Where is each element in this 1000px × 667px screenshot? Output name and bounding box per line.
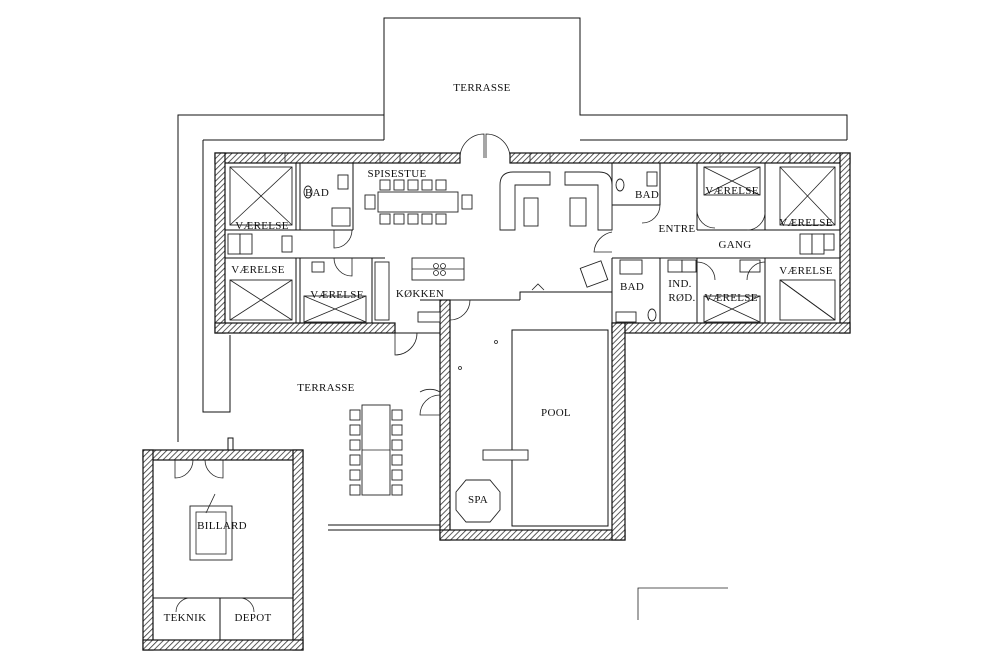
sofas — [499, 171, 613, 231]
label-spa: SPA — [468, 494, 488, 506]
label-vaerelse-nw: VÆRELSE — [235, 220, 288, 232]
label-rod: RØD. — [668, 292, 695, 304]
bathroom-fixtures — [303, 171, 658, 323]
wardrobes — [229, 166, 836, 323]
label-vaerelse-se: VÆRELSE — [704, 292, 757, 304]
label-spisestue: SPISESTUE — [368, 168, 427, 180]
dining-table — [364, 179, 473, 225]
label-gang: GANG — [719, 239, 752, 251]
label-depot: DEPOT — [235, 612, 272, 624]
pool — [455, 329, 609, 527]
label-koekken: KØKKEN — [396, 288, 444, 300]
label-vaerelse-w2: VÆRELSE — [231, 264, 284, 276]
interior-walls — [225, 163, 840, 541]
terrace-dining — [328, 404, 440, 531]
label-vaerelse-ne2: VÆRELSE — [779, 217, 832, 229]
label-terrasse-mid: TERRASSE — [297, 382, 354, 394]
label-vaerelse-w3: VÆRELSE — [310, 289, 363, 301]
label-bad-left: BAD — [305, 187, 329, 199]
label-vaerelse-e: VÆRELSE — [779, 265, 832, 277]
corridor-fixtures — [227, 233, 835, 275]
terrace-top-outline — [177, 17, 848, 442]
label-bad-right-bottom: BAD — [620, 281, 644, 293]
label-bad-right-top: BAD — [635, 189, 659, 201]
label-ind: IND. — [668, 278, 692, 290]
room-labels: TERRASSE SPISESTUE BAD VÆRELSE VÆRELSE V… — [164, 82, 833, 624]
billard-house — [142, 437, 304, 651]
misc-marks — [531, 283, 728, 620]
label-vaerelse-ne1: VÆRELSE — [705, 185, 758, 197]
label-entre: ENTRE — [659, 223, 696, 235]
label-terrasse-top: TERRASSE — [453, 82, 510, 94]
kitchen-fixtures — [374, 257, 609, 323]
doors — [333, 204, 766, 416]
label-pool: POOL — [541, 407, 571, 419]
label-teknik: TEKNIK — [164, 612, 207, 624]
label-billard: BILLARD — [197, 520, 247, 532]
